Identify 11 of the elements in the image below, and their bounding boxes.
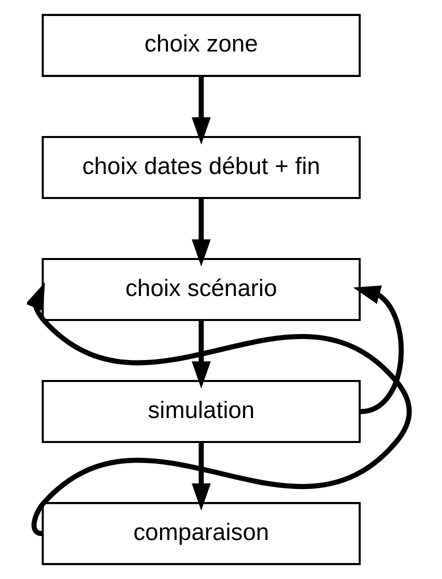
- arrow: [191, 198, 210, 267]
- arrow: [191, 76, 210, 144]
- arrow: [191, 320, 210, 389]
- node-box: choix dates début + fin: [41, 136, 360, 199]
- arrow: [191, 442, 210, 511]
- arrow: [352, 286, 404, 414]
- node-box: choix zone: [41, 14, 360, 77]
- node-box: choix scénario: [41, 258, 360, 322]
- node-box: simulation: [41, 380, 360, 444]
- arrow: [26, 282, 411, 536]
- node-box: comparaison: [41, 502, 360, 566]
